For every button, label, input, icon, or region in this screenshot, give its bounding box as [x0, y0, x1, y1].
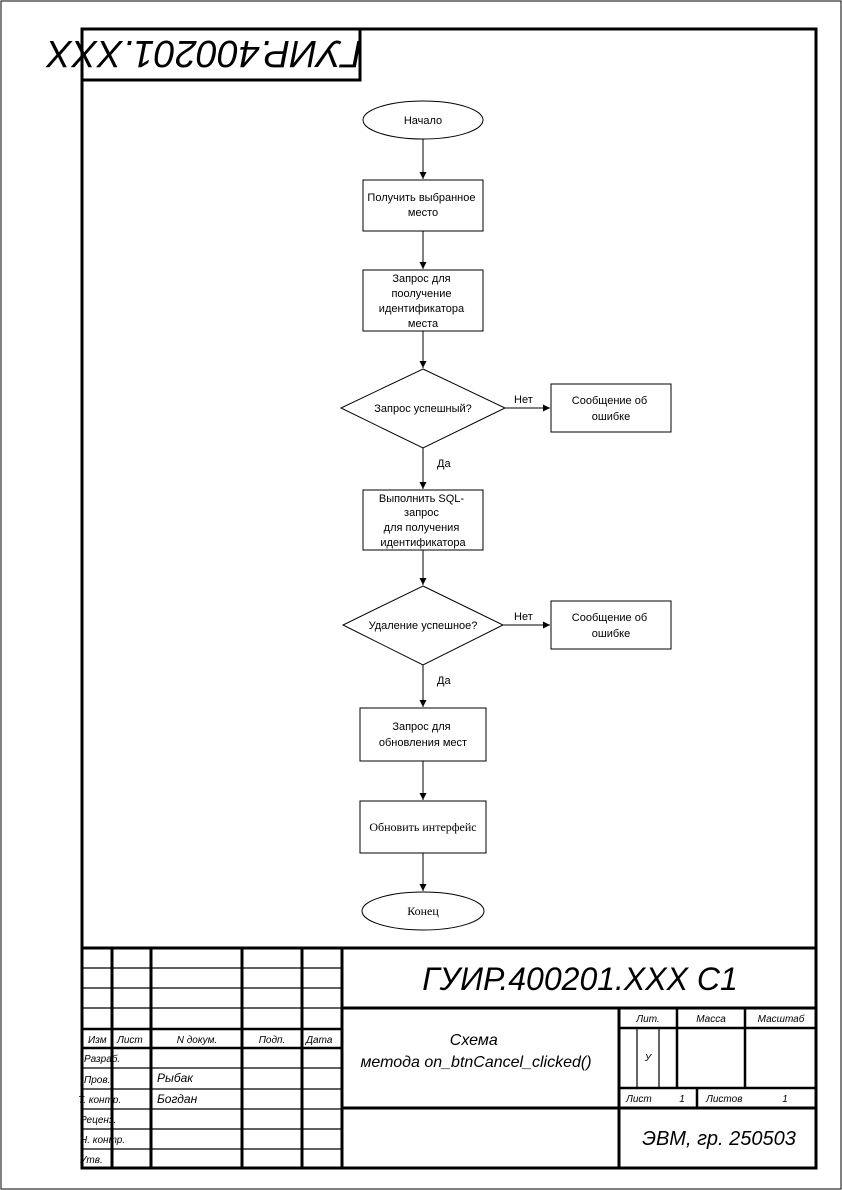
document-title: Схема метода on_btnCancel_clicked() — [360, 1032, 591, 1071]
lit-header: Лит. — [635, 1014, 659, 1025]
refresh-ui-label: Обновить интерфейс — [369, 820, 476, 834]
sheet-label: Лист — [625, 1094, 652, 1105]
scale-header: Масштаб — [758, 1013, 805, 1025]
sheet-value: 1 — [679, 1094, 685, 1105]
corner-stamp-box — [80, 27, 362, 82]
decision-query-success — [339, 368, 507, 449]
col-header-docnum: N докум. — [177, 1035, 217, 1046]
corner-stamp: ГУИР.400201.XXX — [46, 29, 362, 80]
name-tkontr: Богдан — [157, 1092, 198, 1106]
row-label-utv: Утв. — [79, 1155, 103, 1166]
decision-delete-success — [341, 585, 505, 666]
row-label-recenz: Реценз. — [80, 1115, 116, 1126]
sheets-value: 1 — [782, 1094, 788, 1105]
col-header-list: Лист — [116, 1035, 143, 1046]
start-terminator — [362, 100, 484, 140]
yes-label: Да — [437, 458, 451, 470]
row-label-tkontr: Т. контр. — [78, 1095, 121, 1106]
lit-value: У — [644, 1053, 653, 1064]
error-message-process — [550, 600, 672, 650]
end-terminator — [361, 891, 485, 931]
query-id-process — [362, 269, 484, 332]
decision-delete-success-label: Удаление успешное? — [369, 620, 478, 632]
title-block-text: ГУИР.400201.XXX С1 Схема метода on_btnCa… — [78, 961, 805, 1166]
refresh-ui-process — [359, 800, 487, 854]
col-header-sign: Подп. — [259, 1035, 286, 1046]
update-seats-label: Запрос для обновления мест — [379, 721, 467, 749]
error-message-process — [550, 383, 672, 433]
no-label: Нет — [514, 611, 533, 623]
row-label-prov: Пров. — [84, 1075, 110, 1086]
yes-label: Да — [437, 675, 451, 687]
error-message-label: Сообщение об ошибке — [572, 612, 650, 640]
no-label: Нет — [514, 394, 533, 406]
exec-sql-process — [362, 489, 484, 551]
exec-sql-label: Выполнить SQL- запрос для получения иден… — [379, 493, 467, 549]
flowchart: Начало Получить выбранное место Запрос д… — [339, 100, 672, 931]
row-label-razrab: Разраб. — [84, 1053, 120, 1065]
title-block — [82, 946, 816, 1168]
start-label: Начало — [404, 115, 442, 127]
mass-header: Масса — [696, 1014, 726, 1025]
drawing-frame — [80, 27, 818, 1170]
decision-query-success-label: Запрос успешный? — [374, 403, 472, 415]
sheets-label: Листов — [705, 1094, 742, 1105]
query-id-label: Запрос для поолучение идентификатора мес… — [379, 273, 467, 330]
col-header-date: Дата — [305, 1035, 333, 1046]
error-message-label: Сообщение об ошибке — [572, 395, 650, 423]
corner-stamp-code: ГУИР.400201.XXX — [46, 32, 362, 74]
row-label-nkontr: Н. контр. — [80, 1135, 125, 1146]
name-prov: Рыбак — [157, 1071, 194, 1085]
get-seat-process — [362, 179, 484, 232]
col-header-izm: Изм — [88, 1035, 107, 1046]
end-label: Конец — [407, 904, 439, 918]
document-code: ГУИР.400201.XXX С1 — [422, 961, 738, 997]
get-seat-label: Получить выбранное место — [367, 192, 478, 219]
update-seats-process — [359, 707, 487, 762]
organization: ЭВМ, гр. 250503 — [642, 1128, 796, 1150]
